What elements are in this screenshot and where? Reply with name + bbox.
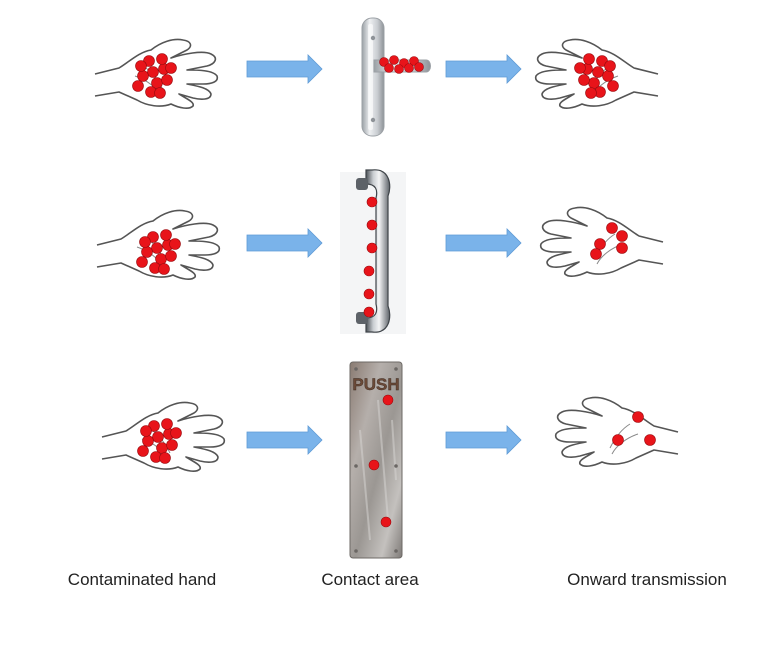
germ-received-row1 xyxy=(578,74,590,86)
germ-source-row1 xyxy=(165,62,177,74)
germ-source-row2 xyxy=(160,229,172,241)
germ-surface-row1 xyxy=(394,64,404,74)
germ-surface-row1 xyxy=(414,62,424,72)
germ-received-row1 xyxy=(604,60,616,72)
germ-source-row2 xyxy=(136,256,148,268)
germ-source-row2 xyxy=(158,263,170,275)
germ-surface-row2 xyxy=(366,242,378,254)
arrow-row3-to-surface xyxy=(246,425,323,455)
germ-source-row3 xyxy=(142,435,154,447)
germ-surface-row1 xyxy=(384,63,394,73)
germ-source-row3 xyxy=(170,427,182,439)
germ-surface-row3 xyxy=(380,516,392,528)
germ-dots xyxy=(132,53,656,528)
germ-source-row2 xyxy=(151,242,163,254)
germ-source-row2 xyxy=(165,250,177,262)
germ-received-row1 xyxy=(585,87,597,99)
receiving-hand-3 xyxy=(554,396,679,467)
caption-contact-area: Contact area xyxy=(321,570,419,589)
germ-received-row2 xyxy=(590,248,602,260)
germ-source-row1 xyxy=(154,87,166,99)
germ-surface-row1 xyxy=(404,63,414,73)
arrow-row2-to-hand xyxy=(445,228,522,258)
arrow-row1-to-surface xyxy=(246,54,323,84)
arrow-row3-to-hand xyxy=(445,425,522,455)
germ-received-row2 xyxy=(616,230,628,242)
germ-received-row1 xyxy=(607,80,619,92)
germ-received-row1 xyxy=(602,70,614,82)
germ-received-row2 xyxy=(594,238,606,250)
germ-received-row2 xyxy=(606,222,618,234)
germ-source-row3 xyxy=(152,431,164,443)
push-label: PUSH xyxy=(352,375,399,394)
germ-source-row1 xyxy=(137,70,149,82)
germ-surface-row1 xyxy=(389,55,399,65)
germ-received-row1 xyxy=(574,62,586,74)
lever-handle xyxy=(361,17,431,137)
germ-source-row2 xyxy=(169,238,181,250)
germ-source-row3 xyxy=(166,439,178,451)
push-plate: PUSH xyxy=(349,361,403,559)
germ-source-row3 xyxy=(140,425,152,437)
caption-contaminated-hand: Contaminated hand xyxy=(68,570,216,589)
germ-source-row1 xyxy=(135,60,147,72)
germ-surface-row2 xyxy=(363,288,375,300)
germ-source-row2 xyxy=(141,246,153,258)
germ-surface-row2 xyxy=(363,265,375,277)
germ-source-row1 xyxy=(156,53,168,65)
germ-source-row3 xyxy=(161,418,173,430)
germ-received-row1 xyxy=(583,53,595,65)
germ-received-row1 xyxy=(592,66,604,78)
germ-surface-row2 xyxy=(366,219,378,231)
caption-onward-transmission: Onward transmission xyxy=(567,570,727,589)
germ-source-row2 xyxy=(139,236,151,248)
germ-received-row3 xyxy=(632,411,644,423)
germ-surface-row2 xyxy=(363,306,375,318)
arrow-row2-to-surface xyxy=(246,228,323,258)
germ-source-row1 xyxy=(147,66,159,78)
germ-source-row3 xyxy=(159,452,171,464)
germ-surface-row3 xyxy=(382,394,394,406)
arrow-row1-to-hand xyxy=(445,54,522,84)
germ-surface-row2 xyxy=(366,196,378,208)
germ-source-row1 xyxy=(132,80,144,92)
germ-surface-row3 xyxy=(368,459,380,471)
germ-received-row3 xyxy=(612,434,624,446)
germ-source-row1 xyxy=(161,74,173,86)
germ-received-row3 xyxy=(644,434,656,446)
germ-source-row3 xyxy=(137,445,149,457)
germ-received-row2 xyxy=(616,242,628,254)
